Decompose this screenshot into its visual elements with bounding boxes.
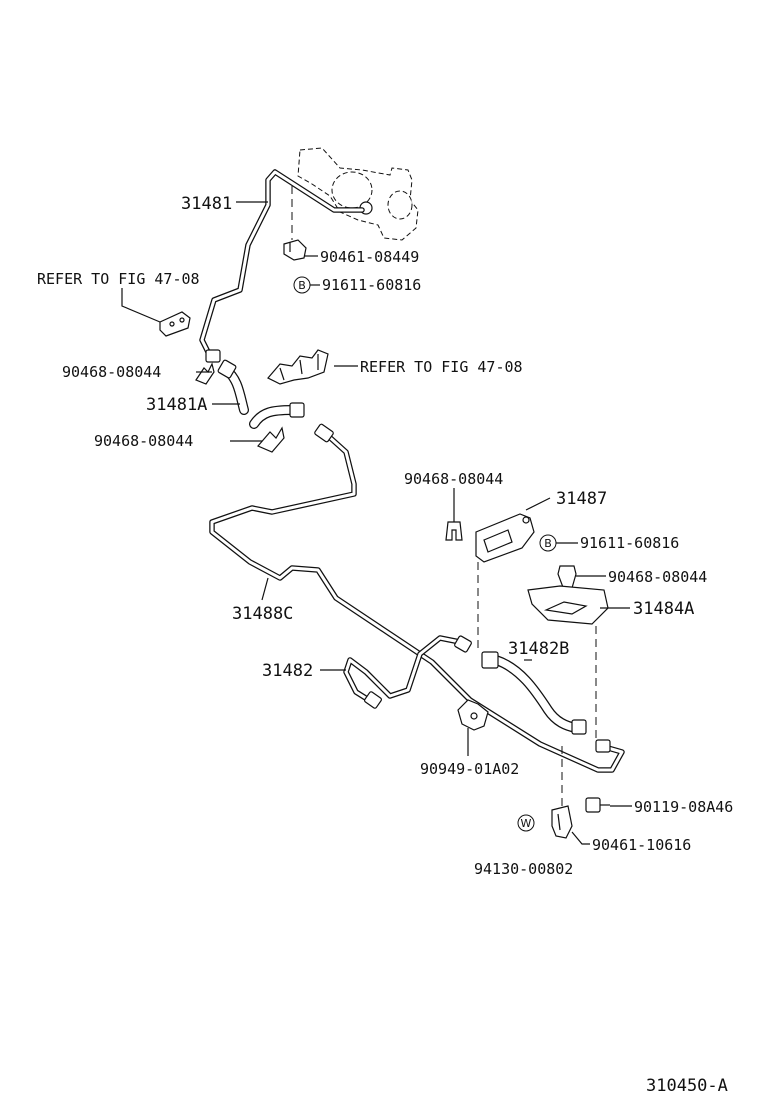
label-90949-01A02: 90949-01A02 bbox=[420, 760, 519, 778]
label-91611-60816-top: 91611-60816 bbox=[322, 276, 421, 294]
brake-pipe-31488C bbox=[209, 423, 625, 773]
clip-90468-08044-c bbox=[445, 521, 463, 541]
master-cylinder-phantom bbox=[297, 147, 419, 241]
svg-text:B: B bbox=[544, 537, 552, 550]
washer-94130-00802: W bbox=[517, 814, 535, 832]
flex-hose-31481A bbox=[217, 359, 249, 415]
label-31482: 31482 bbox=[262, 661, 313, 681]
label-refer-fig-right: REFER TO FIG 47-08 bbox=[360, 358, 523, 376]
label-90119-08A46: 90119-08A46 bbox=[634, 798, 733, 816]
bolt-90119-08A46 bbox=[585, 797, 610, 813]
clip-90468-08044-a bbox=[195, 362, 215, 385]
clip-refer-right bbox=[267, 349, 329, 385]
svg-text:W: W bbox=[521, 817, 532, 830]
flex-hose-segment-2 bbox=[249, 402, 305, 429]
label-90468-08044-b: 90468-08044 bbox=[94, 432, 193, 450]
bracket-31484A bbox=[527, 585, 609, 625]
label-90468-08044-d: 90468-08044 bbox=[608, 568, 707, 586]
figure-code: 310450-A bbox=[646, 1076, 728, 1096]
clip-90461-08449 bbox=[283, 239, 307, 261]
clip-refer-left bbox=[159, 311, 191, 337]
label-31484A: 31484A bbox=[633, 599, 694, 619]
label-90461-08449: 90461-08449 bbox=[320, 248, 419, 266]
label-31482B: 31482B bbox=[508, 639, 569, 659]
clip-90461-10616 bbox=[551, 805, 573, 839]
label-90461-10616: 90461-10616 bbox=[592, 836, 691, 854]
clip-90468-08044-b bbox=[257, 426, 285, 453]
label-94130-00802: 94130-00802 bbox=[474, 860, 573, 878]
label-31481: 31481 bbox=[181, 194, 232, 214]
badge-b-mid: B bbox=[539, 534, 557, 552]
label-90468-08044-c: 90468-08044 bbox=[404, 470, 503, 488]
label-31488C: 31488C bbox=[232, 604, 293, 624]
flex-hose-31482B bbox=[481, 651, 587, 735]
alignment-lines bbox=[291, 186, 597, 806]
label-31487: 31487 bbox=[556, 489, 607, 509]
label-refer-fig-left: REFER TO FIG 47-08 bbox=[37, 270, 200, 288]
brake-pipe-31481 bbox=[199, 169, 365, 363]
brake-pipe-31482 bbox=[343, 635, 472, 709]
label-91611-60816-mid: 91611-60816 bbox=[580, 534, 679, 552]
bracket-31487 bbox=[475, 513, 535, 563]
label-31481A: 31481A bbox=[146, 395, 207, 415]
leader-lines bbox=[121, 201, 632, 845]
clip-90949-01A02 bbox=[457, 699, 489, 731]
label-90468-08044-a: 90468-08044 bbox=[62, 363, 161, 381]
badge-b-top: B bbox=[293, 276, 311, 294]
svg-text:B: B bbox=[298, 279, 306, 292]
